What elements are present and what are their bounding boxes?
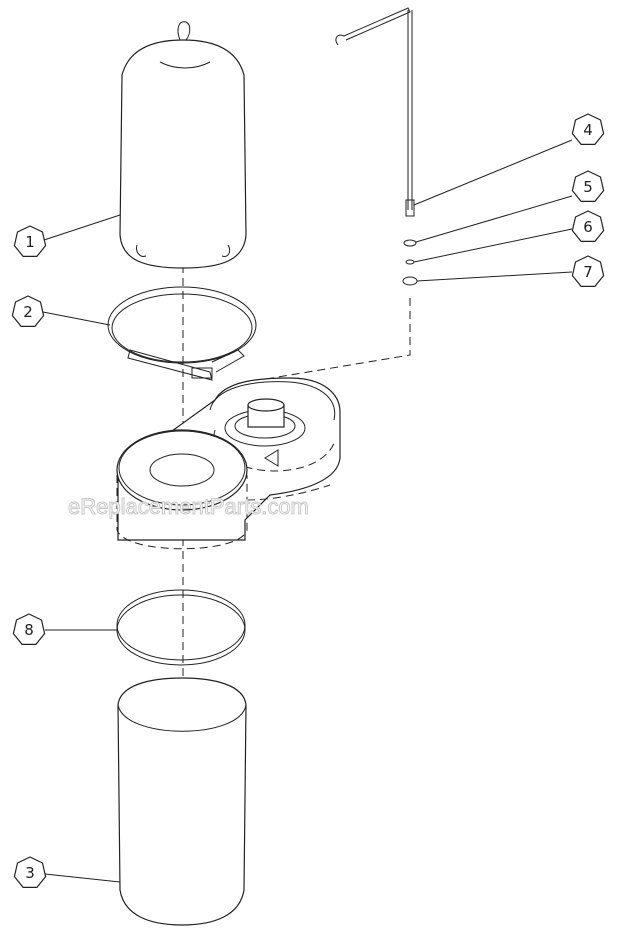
- part-2-clamp-band: [107, 286, 257, 381]
- part-3-collection-bag: [117, 677, 247, 926]
- callout-label-1: 1: [25, 233, 35, 251]
- callout-label-7: 7: [583, 263, 593, 281]
- callout-label-5: 5: [583, 178, 593, 196]
- main-housing: [116, 377, 341, 550]
- callout-2: 2: [11, 295, 45, 327]
- callout-label-6: 6: [583, 218, 593, 236]
- callout-6: 6: [571, 210, 605, 242]
- leader-line-1: [43, 214, 121, 241]
- part-7-nut: [402, 276, 418, 286]
- leader-line-5: [415, 195, 573, 243]
- watermark: eReplacementParts.com: [68, 494, 309, 519]
- callout-4: 4: [571, 113, 605, 145]
- callout-5: 5: [571, 170, 605, 202]
- part-5-washer: [403, 239, 417, 247]
- callout-label-4: 4: [583, 121, 593, 139]
- callout-label-2: 2: [23, 303, 33, 321]
- callout-1: 1: [13, 225, 47, 257]
- part-1-filter-bag: [119, 21, 247, 269]
- part-6-washer: [405, 259, 415, 265]
- callout-label-3: 3: [25, 864, 35, 882]
- leader-line-3: [44, 873, 121, 883]
- leader-line-2: [42, 311, 111, 326]
- leader-line-7: [416, 271, 573, 282]
- callout-3: 3: [13, 856, 47, 888]
- leader-line-4: [413, 139, 573, 206]
- callout-8: 8: [12, 613, 46, 645]
- callout-label-8: 8: [24, 621, 34, 639]
- part-8-ring: [116, 589, 246, 666]
- callout-7: 7: [571, 255, 605, 287]
- leader-line-6: [413, 228, 573, 263]
